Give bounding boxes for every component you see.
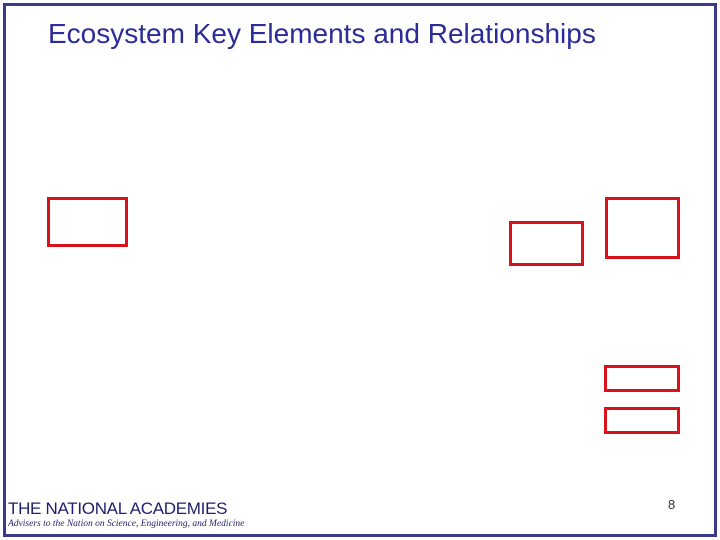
logo-main-text: THE NATIONAL ACADEMIES bbox=[8, 499, 228, 518]
diagram-box-top-right bbox=[605, 197, 680, 259]
diagram-box-middle-right bbox=[509, 221, 584, 266]
page-number: 8 bbox=[668, 497, 676, 512]
slide-frame bbox=[3, 3, 717, 537]
diagram-box-lower-right-2 bbox=[604, 407, 680, 434]
logo-tagline: Advisers to the Nation on Science, Engin… bbox=[8, 519, 245, 529]
national-academies-logo: THE NATIONAL ACADEMIES Advisers to the N… bbox=[8, 499, 245, 530]
diagram-box-lower-right-1 bbox=[604, 365, 680, 392]
slide-title: Ecosystem Key Elements and Relationships bbox=[48, 18, 596, 49]
diagram-box-left bbox=[47, 197, 128, 247]
